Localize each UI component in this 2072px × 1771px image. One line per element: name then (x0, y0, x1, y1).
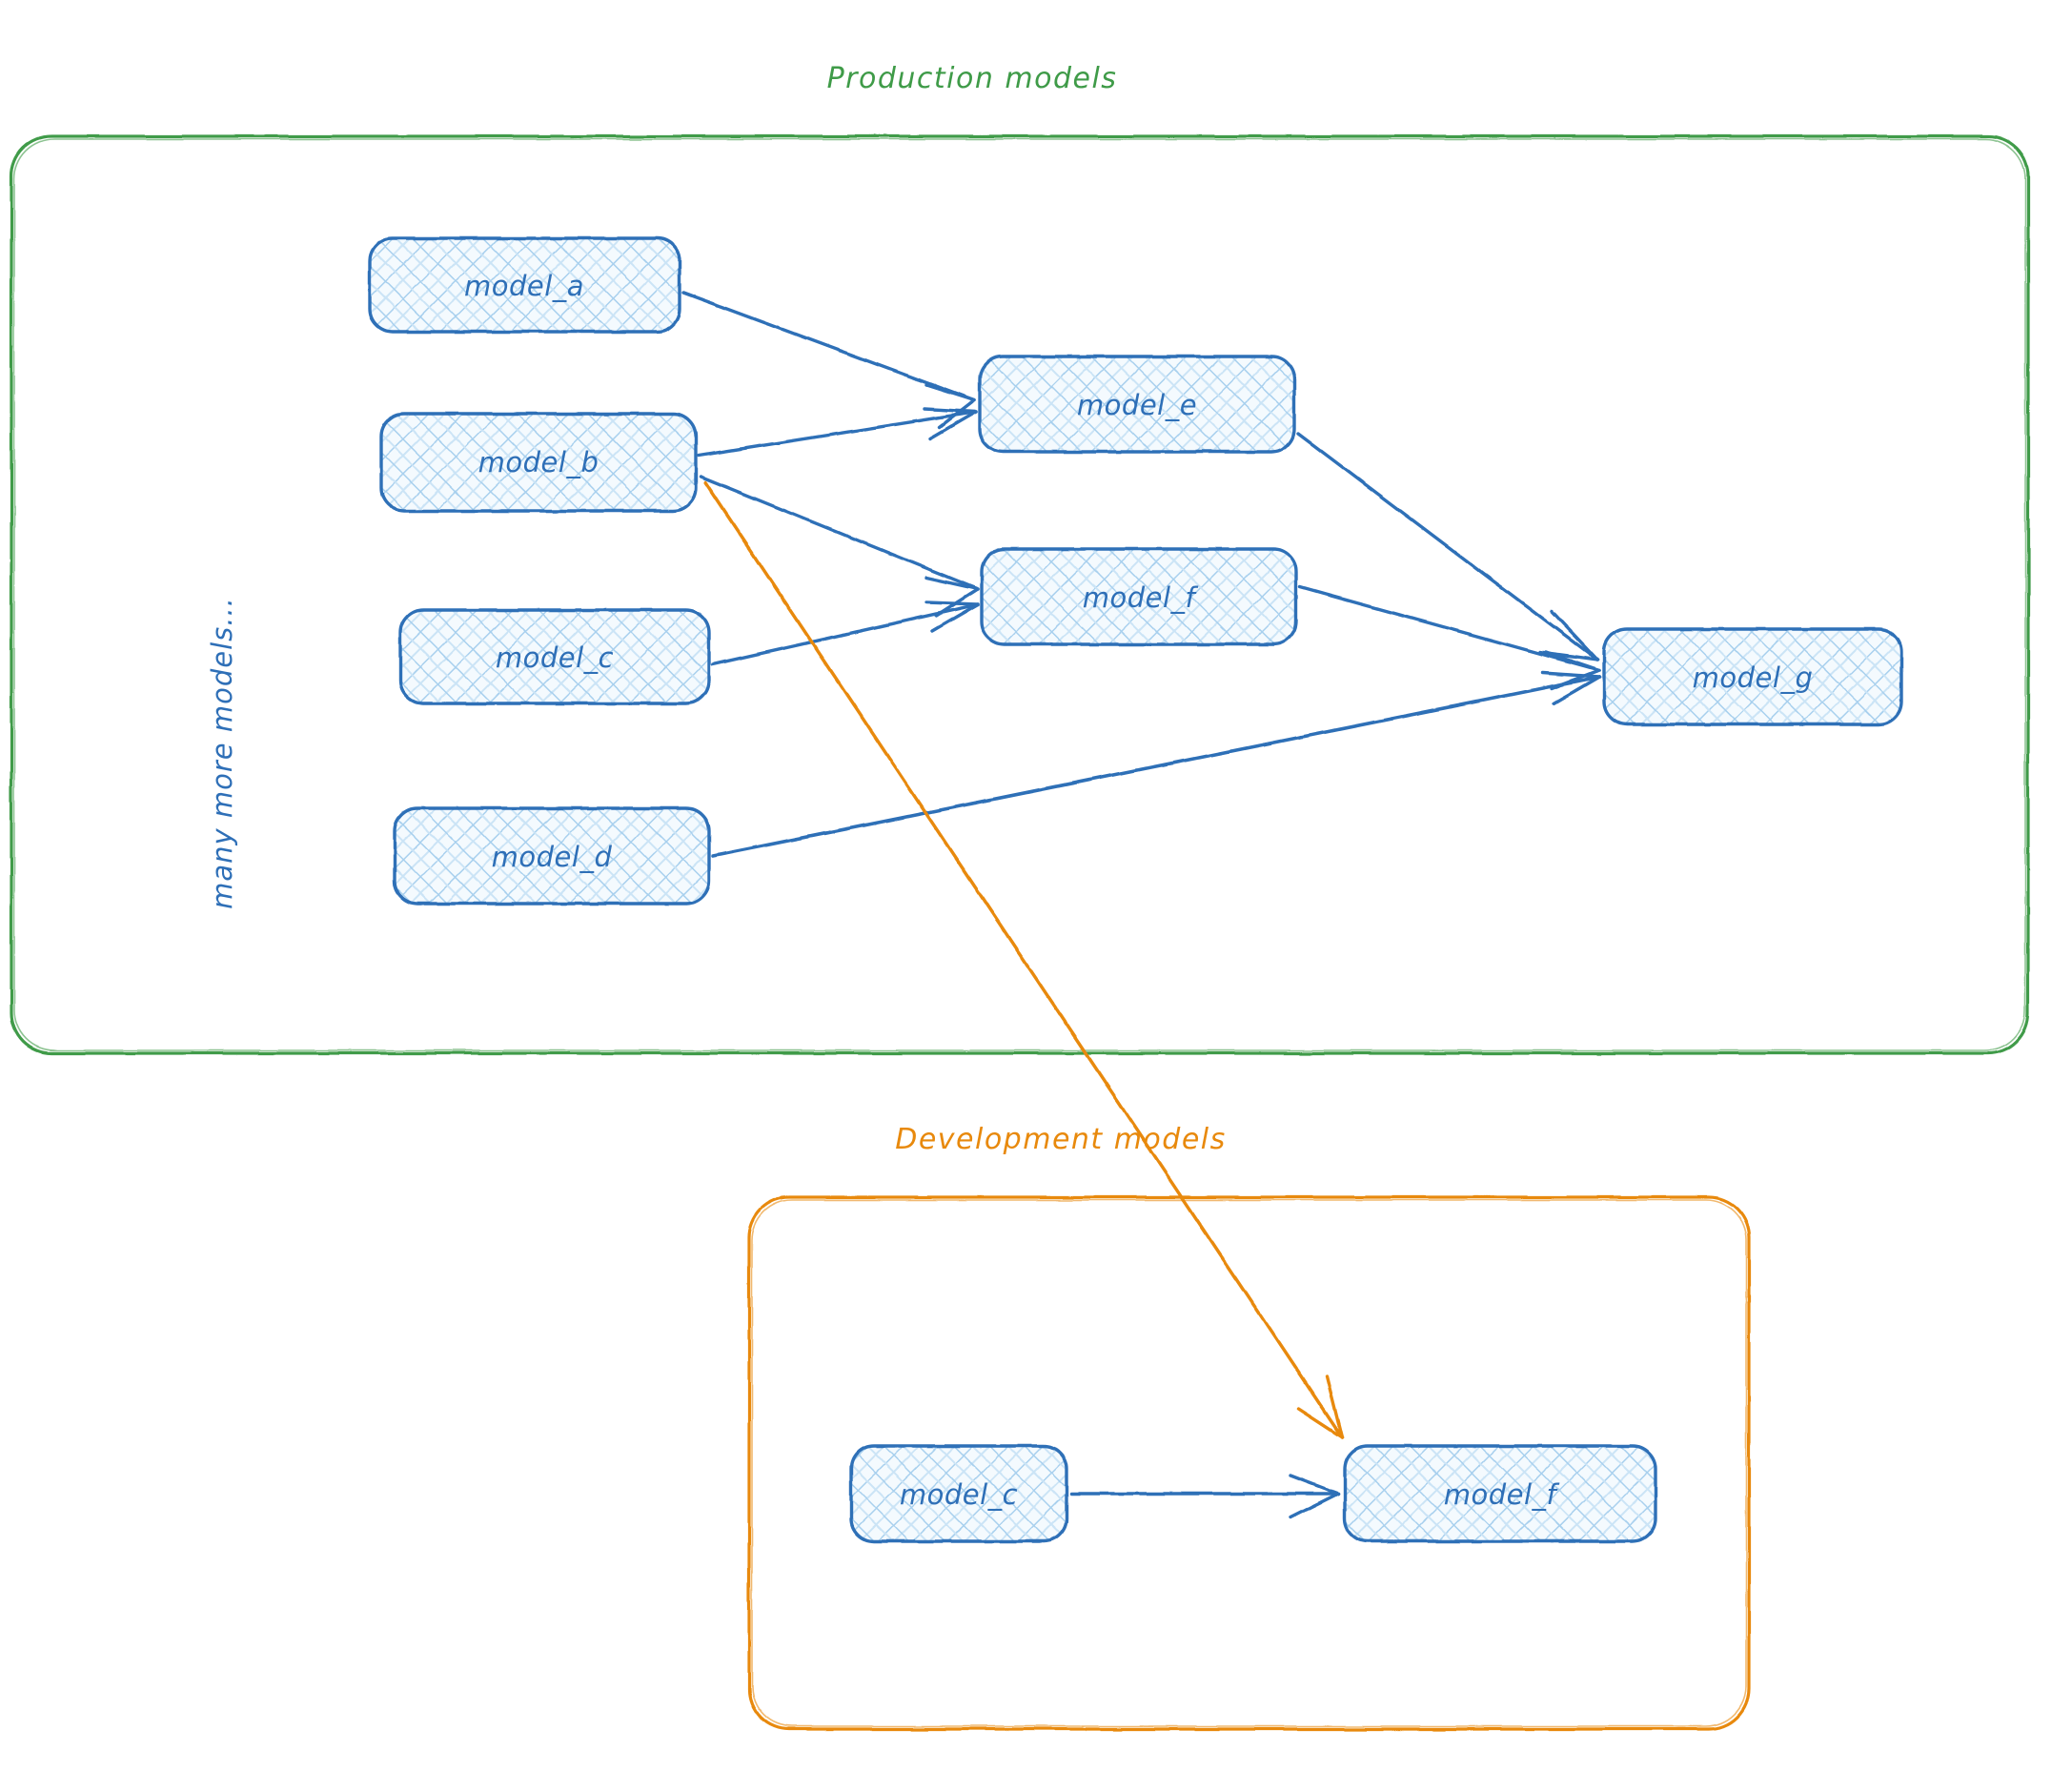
node-model-b[interactable]: model_b (379, 412, 698, 513)
development-group-title: Development models (895, 1123, 1227, 1156)
node-model-b-shape (379, 412, 698, 513)
node-model-c-prod[interactable]: model_c (398, 608, 711, 705)
node-model-e[interactable]: model_e (978, 355, 1296, 454)
edge-model-e-to-model-g (1296, 432, 1599, 662)
node-model-a-label: model_a (464, 270, 584, 302)
node-model-a-shape (368, 236, 681, 334)
node-model-e-shape (978, 355, 1296, 454)
edges-layer (681, 291, 1601, 1519)
node-model-g[interactable]: model_g (1602, 627, 1903, 726)
node-model-b-label: model_b (478, 446, 599, 478)
nodes-layer: model_a model_b model_c model_d (368, 236, 1903, 1543)
group-container-development (747, 1195, 1751, 1731)
edge-model-b-to-model-f-dev (703, 480, 1344, 1439)
node-model-f-dev-label: model_f (1444, 1478, 1560, 1511)
node-model-g-label: model_g (1693, 662, 1814, 694)
edge-model-a-to-model-e (681, 291, 976, 429)
node-model-c-prod-label: model_c (496, 641, 614, 674)
edge-model-c-prod-to-model-f-prod (711, 601, 980, 666)
node-model-c-dev-shape (849, 1444, 1068, 1543)
node-model-a[interactable]: model_a (368, 236, 681, 334)
production-group-title: Production models (827, 62, 1118, 95)
node-model-f-dev[interactable]: model_f (1343, 1444, 1657, 1543)
production-group-border-sketch (13, 138, 2026, 1051)
node-model-c-dev[interactable]: model_c (849, 1444, 1068, 1543)
development-group-border (747, 1195, 1751, 1731)
node-model-f-prod-label: model_f (1083, 581, 1199, 614)
node-model-d-shape (393, 806, 711, 906)
node-model-d-label: model_d (492, 841, 613, 873)
node-model-f-prod-shape (980, 547, 1298, 646)
node-model-c-prod-shape (398, 608, 711, 705)
node-model-e-label: model_e (1077, 389, 1197, 421)
node-model-c-dev-label: model_c (900, 1478, 1018, 1511)
edge-model-b-to-model-f-prod (699, 475, 980, 618)
node-model-f-prod[interactable]: model_f (980, 547, 1298, 646)
node-model-f-dev-shape (1343, 1444, 1657, 1543)
production-group-border (10, 134, 2030, 1055)
development-group-border-sketch (751, 1199, 1747, 1727)
edge-model-c-dev-to-model-f-dev (1069, 1474, 1340, 1519)
edge-model-d-to-model-g (711, 671, 1601, 858)
group-container-production (10, 134, 2030, 1055)
many-more-models-label: many more models... (206, 597, 238, 909)
node-model-g-shape (1602, 627, 1903, 726)
node-model-d[interactable]: model_d (393, 806, 711, 906)
edge-model-b-to-model-e (697, 407, 978, 458)
